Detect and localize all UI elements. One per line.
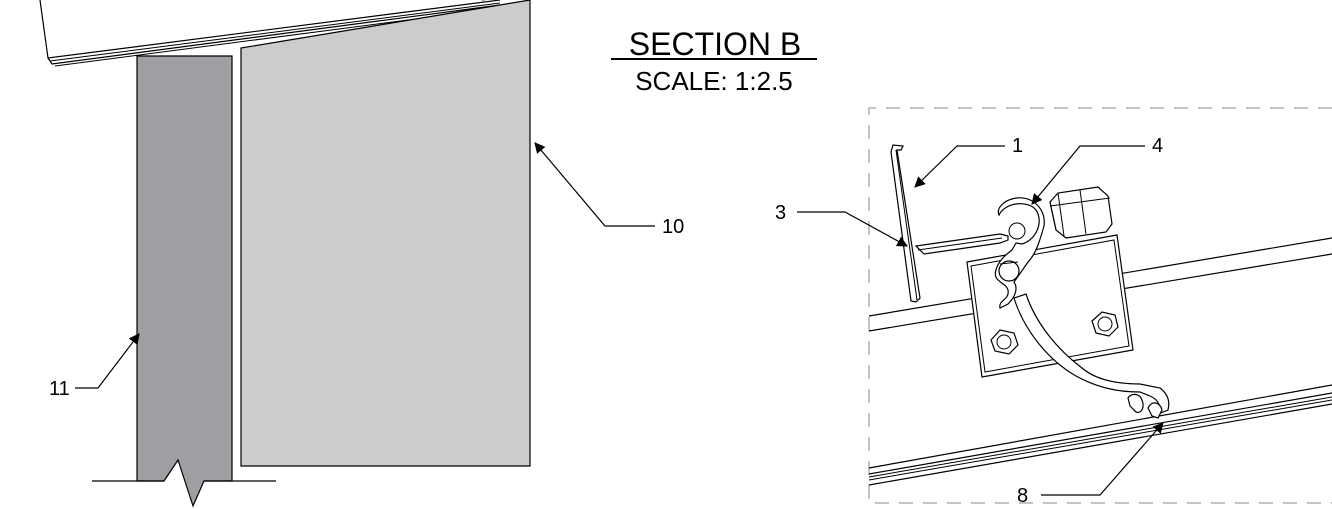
leader-3: [797, 211, 908, 247]
leader-11: [75, 333, 140, 389]
detail-view: [797, 107, 1332, 504]
nut-right: [1091, 311, 1119, 337]
panel-item-10: [240, 0, 531, 467]
post-item-11: [92, 55, 276, 508]
t-profile: [890, 144, 1009, 303]
callout-3: 3: [775, 202, 786, 224]
scale-text: SCALE: 1:2.5: [635, 66, 793, 96]
section-title-text: SECTION B: [629, 26, 801, 62]
callout-11: 11: [49, 378, 70, 400]
leader-10: [534, 142, 655, 227]
leader-1: [914, 145, 1005, 188]
callout-8: 8: [1017, 485, 1028, 507]
callout-4: 4: [1152, 135, 1163, 157]
section-title: SECTION B SCALE: 1:2.5: [611, 26, 817, 96]
bolt-head: [1049, 186, 1113, 239]
leader-8: [1041, 422, 1164, 496]
callout-10: 10: [662, 216, 684, 238]
leader-4: [1031, 145, 1145, 205]
nut-left: [990, 329, 1019, 355]
bottom-sheet: [868, 384, 1332, 486]
clip-item-4: [994, 197, 1045, 309]
main-section: [39, 0, 655, 508]
callout-1: 1: [1012, 135, 1023, 157]
connector-strip: [1013, 293, 1170, 419]
